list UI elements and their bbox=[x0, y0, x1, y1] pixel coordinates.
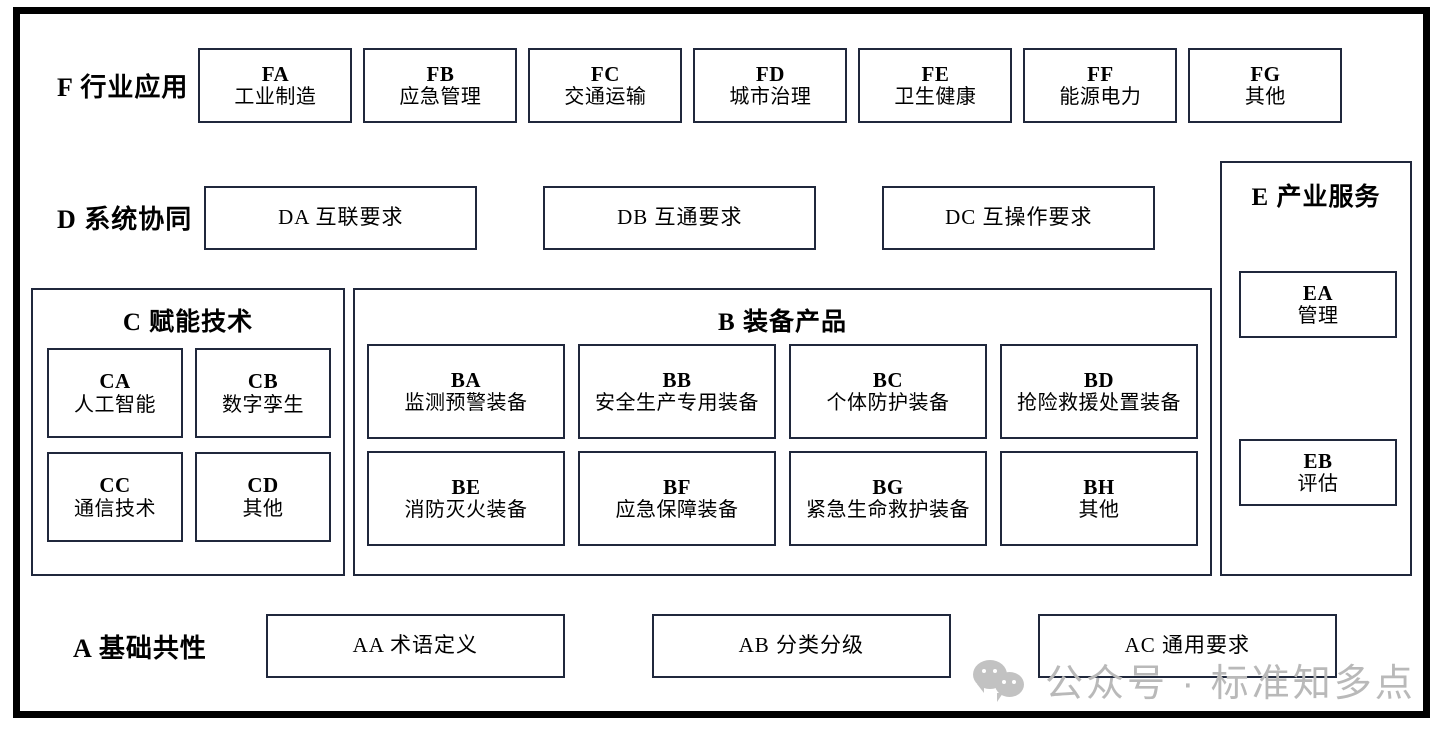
section-d-label: D 系统协同 bbox=[57, 205, 193, 234]
box-ac-text: AC 通用要求 bbox=[1124, 633, 1251, 658]
section-d-box-list: DA 互联要求 DB 互通要求 DC 互操作要求 bbox=[204, 185, 1156, 250]
section-a-label: A 基础共性 bbox=[73, 633, 207, 663]
box-bh-name: 其他 bbox=[1078, 499, 1120, 522]
box-da-text: DA 互联要求 bbox=[278, 204, 404, 229]
box-ba-name: 监测预警装备 bbox=[404, 392, 528, 415]
section-b-box-grid: BA 监测预警装备 BB 安全生产专用装备 BC 个体防护装备 BD 抢险救援处… bbox=[367, 344, 1198, 546]
box-aa-text: AA 术语定义 bbox=[352, 633, 479, 658]
box-fe[interactable]: FE 卫生健康 bbox=[858, 48, 1013, 123]
box-bd-code: BD bbox=[1083, 367, 1115, 392]
box-bh[interactable]: BH 其他 bbox=[1000, 451, 1198, 546]
box-be-code: BE bbox=[451, 474, 481, 499]
box-cc-code: CC bbox=[99, 473, 131, 498]
section-c-label: C 赋能技术 bbox=[122, 309, 254, 336]
box-bc-code: BC bbox=[872, 367, 904, 392]
box-cd[interactable]: CD 其他 bbox=[195, 452, 331, 542]
box-fa[interactable]: FA 工业制造 bbox=[198, 48, 353, 123]
box-ab[interactable]: AB 分类分级 bbox=[651, 614, 951, 678]
box-cb-name: 数字孪生 bbox=[222, 393, 304, 416]
box-ff-name: 能源电力 bbox=[1059, 86, 1142, 109]
section-e-industry-service: E 产业服务 EA 管理 EB 评估 bbox=[1220, 161, 1412, 576]
box-bf[interactable]: BF 应急保障装备 bbox=[578, 451, 776, 546]
box-cd-code: CD bbox=[247, 473, 279, 498]
box-cc[interactable]: CC 通信技术 bbox=[47, 452, 183, 542]
box-bb-code: BB bbox=[662, 367, 692, 392]
box-bg-code: BG bbox=[872, 474, 904, 499]
box-bf-code: BF bbox=[663, 474, 691, 499]
box-fd-code: FD bbox=[755, 61, 785, 86]
box-fc[interactable]: FC 交通运输 bbox=[528, 48, 683, 123]
box-fc-name: 交通运输 bbox=[564, 86, 647, 109]
box-bc-name: 个体防护装备 bbox=[826, 392, 950, 415]
box-bf-name: 应急保障装备 bbox=[615, 499, 739, 522]
box-ca-code: CA bbox=[99, 369, 131, 394]
box-da[interactable]: DA 互联要求 bbox=[204, 185, 478, 250]
section-e-label: E 产业服务 bbox=[1251, 184, 1381, 211]
box-aa[interactable]: AA 术语定义 bbox=[265, 614, 565, 678]
box-ff[interactable]: FF 能源电力 bbox=[1023, 48, 1178, 123]
box-cd-name: 其他 bbox=[242, 497, 284, 520]
box-fb-code: FB bbox=[426, 61, 455, 86]
section-a-box-list: AA 术语定义 AB 分类分级 AC 通用要求 bbox=[265, 614, 1337, 678]
box-fg-name: 其他 bbox=[1244, 86, 1286, 109]
box-bb[interactable]: BB 安全生产专用装备 bbox=[578, 344, 776, 439]
section-d-system-collaboration: D 系统协同 DA 互联要求 DB 互通要求 DC 互操作要求 bbox=[31, 161, 1212, 274]
box-bd[interactable]: BD 抢险救援处置装备 bbox=[1000, 344, 1198, 439]
box-ea[interactable]: EA 管理 bbox=[1239, 271, 1397, 338]
box-be[interactable]: BE 消防灭火装备 bbox=[367, 451, 565, 546]
box-bg[interactable]: BG 紧急生命救护装备 bbox=[789, 451, 987, 546]
box-ff-code: FF bbox=[1087, 61, 1114, 86]
box-db-text: DB 互通要求 bbox=[617, 204, 743, 229]
box-ab-text: AB 分类分级 bbox=[738, 633, 865, 658]
box-fc-code: FC bbox=[590, 61, 620, 86]
section-b-equipment-product: B 装备产品 BA 监测预警装备 BB 安全生产专用装备 BC 个体防护装备 B… bbox=[353, 288, 1212, 576]
box-ac[interactable]: AC 通用要求 bbox=[1037, 614, 1337, 678]
box-fd[interactable]: FD 城市治理 bbox=[693, 48, 848, 123]
section-b-label: B 装备产品 bbox=[718, 309, 847, 336]
box-ba-code: BA bbox=[450, 367, 482, 392]
box-ca-name: 人工智能 bbox=[74, 393, 156, 416]
box-cb-code: CB bbox=[247, 369, 279, 394]
box-be-name: 消防灭火装备 bbox=[404, 499, 528, 522]
box-dc-text: DC 互操作要求 bbox=[945, 204, 1093, 229]
box-fd-name: 城市治理 bbox=[729, 86, 812, 109]
section-a-basic-commonality: A 基础共性 AA 术语定义 AB 分类分级 AC 通用要求 bbox=[31, 591, 1412, 701]
diagram-outer-frame: F 行业应用 FA 工业制造 FB 应急管理 FC 交通运输 FD 城市治理 bbox=[13, 7, 1430, 718]
box-bc[interactable]: BC 个体防护装备 bbox=[789, 344, 987, 439]
box-dc[interactable]: DC 互操作要求 bbox=[882, 185, 1156, 250]
box-ca[interactable]: CA 人工智能 bbox=[47, 348, 183, 438]
box-bg-name: 紧急生命救护装备 bbox=[806, 499, 970, 522]
box-fe-code: FE bbox=[921, 61, 950, 86]
box-fg[interactable]: FG 其他 bbox=[1188, 48, 1343, 123]
section-f-label: F 行业应用 bbox=[57, 73, 189, 102]
section-c-box-grid: CA 人工智能 CB 数字孪生 CC 通信技术 CD 其他 bbox=[47, 348, 331, 542]
box-bb-name: 安全生产专用装备 bbox=[595, 392, 759, 415]
box-eb[interactable]: EB 评估 bbox=[1239, 439, 1397, 506]
box-fa-code: FA bbox=[261, 61, 290, 86]
section-c-enabling-technology: C 赋能技术 CA 人工智能 CB 数字孪生 CC 通信技术 CD 其他 bbox=[31, 288, 345, 576]
box-cb[interactable]: CB 数字孪生 bbox=[195, 348, 331, 438]
box-db[interactable]: DB 互通要求 bbox=[543, 185, 817, 250]
box-ea-code: EA bbox=[1302, 280, 1334, 305]
section-f-box-list: FA 工业制造 FB 应急管理 FC 交通运输 FD 城市治理 FE 卫生健 bbox=[198, 48, 1343, 123]
box-eb-code: EB bbox=[1303, 448, 1333, 473]
box-fa-name: 工业制造 bbox=[234, 86, 317, 109]
box-bd-name: 抢险救援处置装备 bbox=[1017, 392, 1181, 415]
box-bh-code: BH bbox=[1083, 474, 1115, 499]
box-ba[interactable]: BA 监测预警装备 bbox=[367, 344, 565, 439]
box-ea-name: 管理 bbox=[1297, 305, 1339, 328]
box-fb-name: 应急管理 bbox=[399, 86, 482, 109]
box-fg-code: FG bbox=[1250, 61, 1281, 86]
box-eb-name: 评估 bbox=[1297, 473, 1339, 496]
box-fe-name: 卫生健康 bbox=[894, 86, 977, 109]
section-f-industry-application: F 行业应用 FA 工业制造 FB 应急管理 FC 交通运输 FD 城市治理 bbox=[31, 23, 1412, 148]
box-cc-name: 通信技术 bbox=[74, 497, 156, 520]
box-fb[interactable]: FB 应急管理 bbox=[363, 48, 518, 123]
